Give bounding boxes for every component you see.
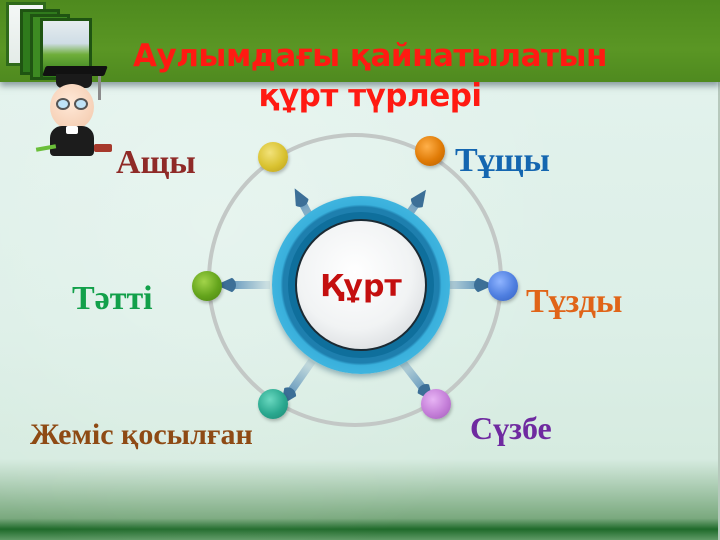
- hub-label: Құрт: [320, 268, 402, 304]
- arrow-icon: [214, 276, 270, 294]
- node-tuzdy-icon: [488, 271, 518, 301]
- header-band: [0, 0, 720, 82]
- node-suzbe-icon: [421, 389, 451, 419]
- label-zhemis: Жеміс қосылған: [30, 418, 253, 451]
- node-tatti-icon: [192, 271, 222, 301]
- node-tushshy-icon: [415, 136, 445, 166]
- hub-center: Құрт: [295, 219, 427, 351]
- slide-title: Аулымдағы қайнатылатын құрт түрлері: [133, 38, 607, 114]
- label-tatti: Тәтті: [72, 280, 153, 317]
- graduate-character-icon: [35, 62, 116, 158]
- label-tuzdy: Тұзды: [526, 283, 623, 320]
- label-tushshy: Тұщы: [455, 142, 550, 179]
- label-acshy: Ащы: [116, 144, 196, 181]
- node-zhemis-icon: [258, 389, 288, 419]
- label-suzbe: Сүзбе: [470, 410, 552, 446]
- node-acshy-icon: [258, 142, 288, 172]
